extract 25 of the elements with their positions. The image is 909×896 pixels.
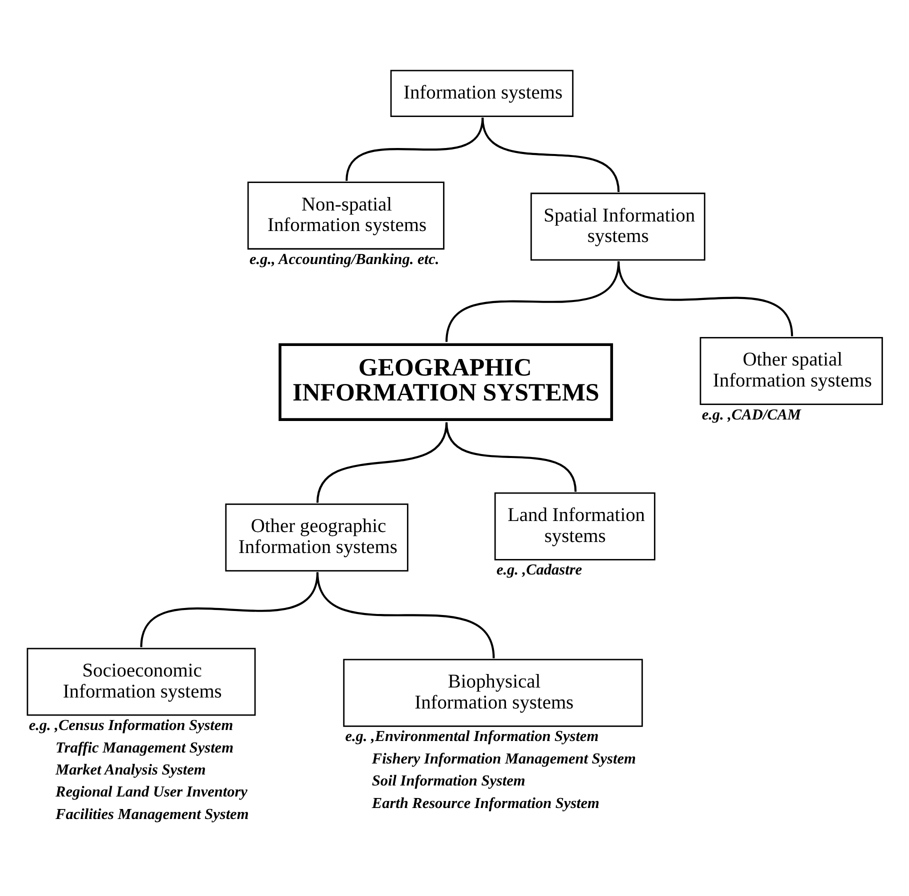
node-box: Spatial Information systems xyxy=(530,192,706,261)
connector xyxy=(446,422,577,492)
node-label: e.g. ,Environmental Information System xyxy=(345,728,599,746)
node-box: Socioeconomic Information systems xyxy=(26,648,256,716)
node-label: Earth Resource Information System xyxy=(372,794,600,812)
node-box: Biophysical Information systems xyxy=(343,658,643,727)
node-label: Market Analysis System xyxy=(56,762,206,779)
node-label: Regional Land User Inventory xyxy=(56,784,248,801)
node-box: Other spatial Information systems xyxy=(700,337,883,405)
node-label: Traffic Management System xyxy=(56,739,234,756)
node-label: Soil Information System xyxy=(372,772,526,790)
node-label: Fishery Information Management System xyxy=(372,750,636,768)
node-box: Land Information systems xyxy=(494,492,656,560)
node-label: Facilities Management System xyxy=(56,806,249,823)
node-label: e.g., Accounting/Banking. etc. xyxy=(249,250,440,268)
node-label: e.g. ,Cadastre xyxy=(496,562,582,579)
node-box: Information systems xyxy=(390,70,574,118)
node-box: GEOGRAPHIC INFORMATION SYSTEMS xyxy=(278,343,614,421)
node-label: e.g. ,CAD/CAM xyxy=(702,406,801,424)
connector xyxy=(482,118,620,192)
connector xyxy=(618,261,794,336)
node-box: Other geographic Information systems xyxy=(225,504,408,572)
connector xyxy=(316,572,495,658)
node-label: e.g. ,Census Information System xyxy=(28,717,234,734)
node-box: Non-spatial Information systems xyxy=(247,182,444,250)
